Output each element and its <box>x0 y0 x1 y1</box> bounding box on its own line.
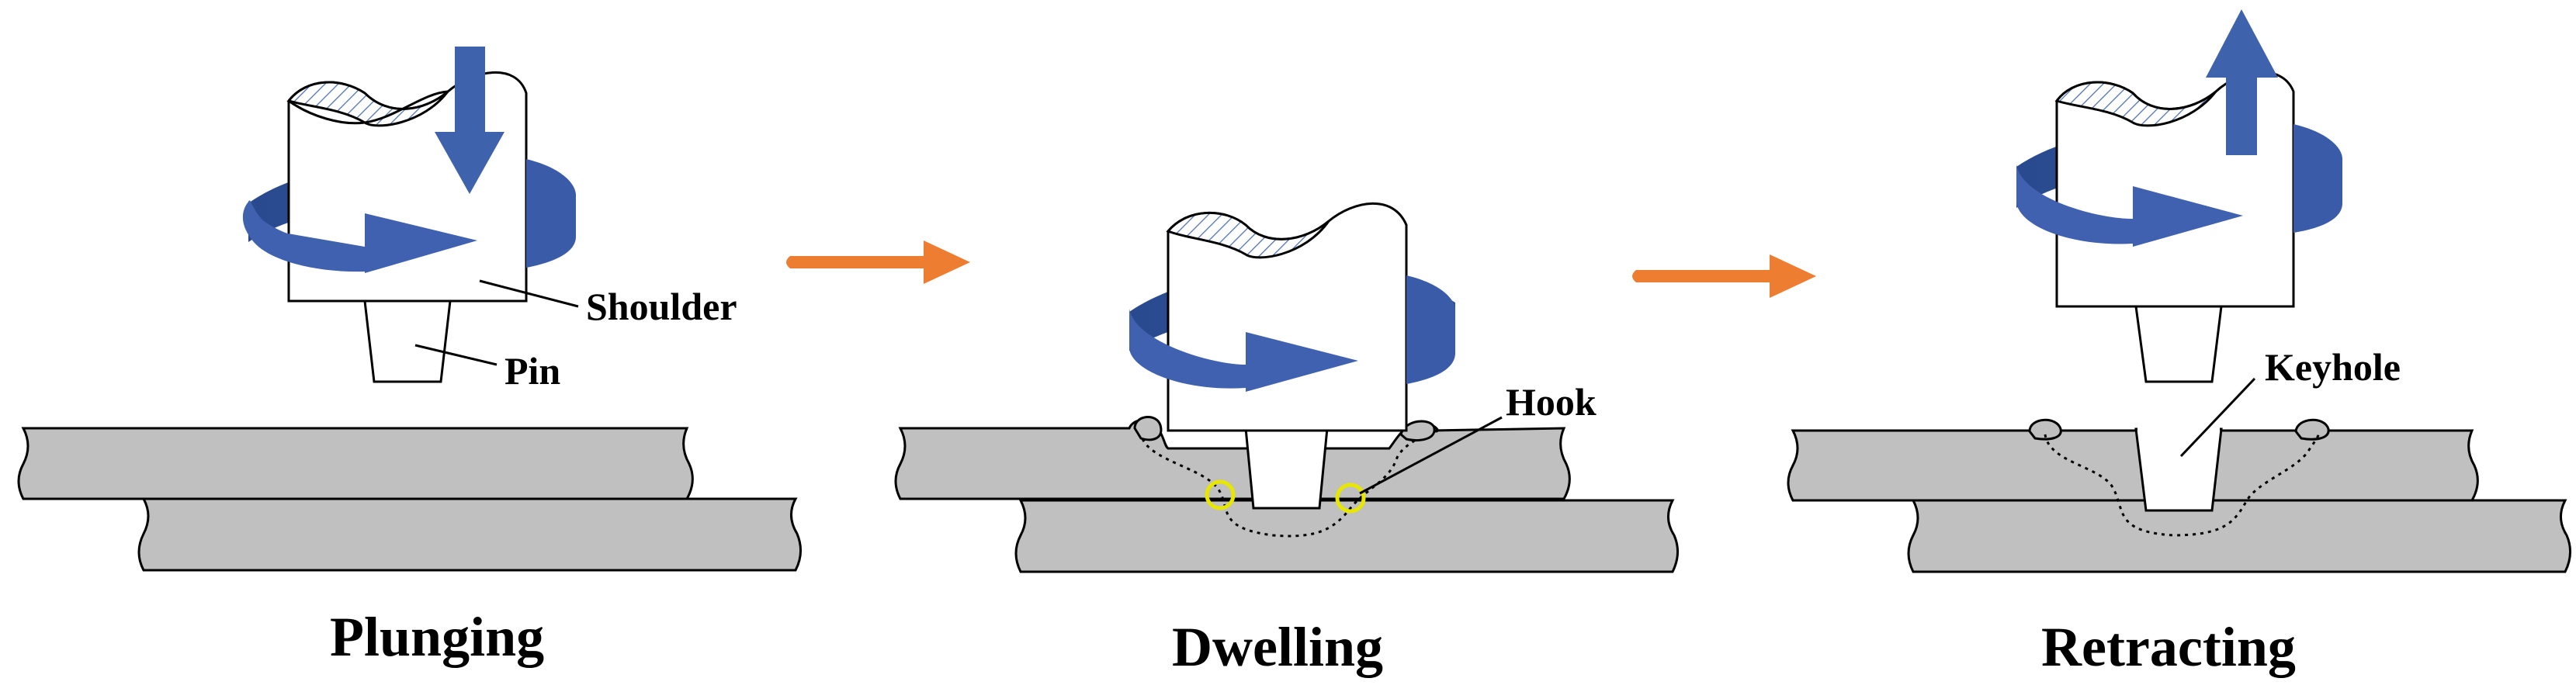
rotation-arrow-icon <box>2016 164 2243 247</box>
stage-title-plunging: Plunging <box>330 606 544 668</box>
shoulder-section-hatch <box>2054 81 2217 127</box>
keyhole <box>2134 427 2223 512</box>
shoulder-leader <box>479 279 579 308</box>
keyhole-leader <box>2179 377 2256 458</box>
retract-up-arrow-icon <box>2206 9 2278 155</box>
rotation-ring-right <box>526 159 576 268</box>
pin-leader <box>414 344 498 366</box>
plunge-down-arrow-icon <box>435 47 504 194</box>
shoulder-section-hatch <box>1166 212 1330 259</box>
flash-right <box>2294 418 2330 441</box>
hook-leader <box>1359 416 1503 495</box>
pin-label: Pin <box>504 349 560 393</box>
keyhole-label: Keyhole <box>2265 345 2401 389</box>
upper-plate <box>17 427 694 500</box>
stage-plunging: Shoulder Pin Plunging <box>17 47 802 668</box>
pin <box>2134 305 2223 383</box>
shoulder-label: Shoulder <box>586 285 737 328</box>
lower-plate <box>137 497 802 572</box>
stage-retracting: Keyhole Retracting <box>1787 9 2571 678</box>
shoulder-top-edge <box>288 90 449 125</box>
flash-left <box>1133 416 1163 441</box>
stage-title-retracting: Retracting <box>2041 616 2296 678</box>
hook-marker-right <box>1335 483 1366 514</box>
flash-left <box>2028 418 2062 441</box>
rotation-ring-right <box>1406 275 1455 384</box>
upper-plate <box>1787 429 2479 502</box>
process-arrow-1-icon <box>786 240 970 284</box>
hook-label: Hook <box>1506 380 1597 424</box>
stir-zone-boundary <box>2044 431 2320 537</box>
hook-marker-left <box>1205 479 1236 510</box>
rotation-arrow-icon <box>248 200 477 273</box>
pin-in-plate <box>1244 427 1329 510</box>
pin <box>363 299 452 383</box>
stage-dwelling: Hook Dwelling <box>894 202 1679 678</box>
stage-title-dwelling: Dwelling <box>1172 616 1383 678</box>
lower-plate <box>1907 499 2571 573</box>
rotation-arrow-icon <box>1129 309 1358 392</box>
rotation-ring-right <box>2293 124 2342 233</box>
stir-zone-boundary <box>1139 430 1426 538</box>
flash-right <box>1399 420 1436 441</box>
keyhole-top-cover <box>2137 425 2220 432</box>
lower-plate <box>1014 499 1679 573</box>
process-arrow-2-icon <box>1632 254 1816 298</box>
